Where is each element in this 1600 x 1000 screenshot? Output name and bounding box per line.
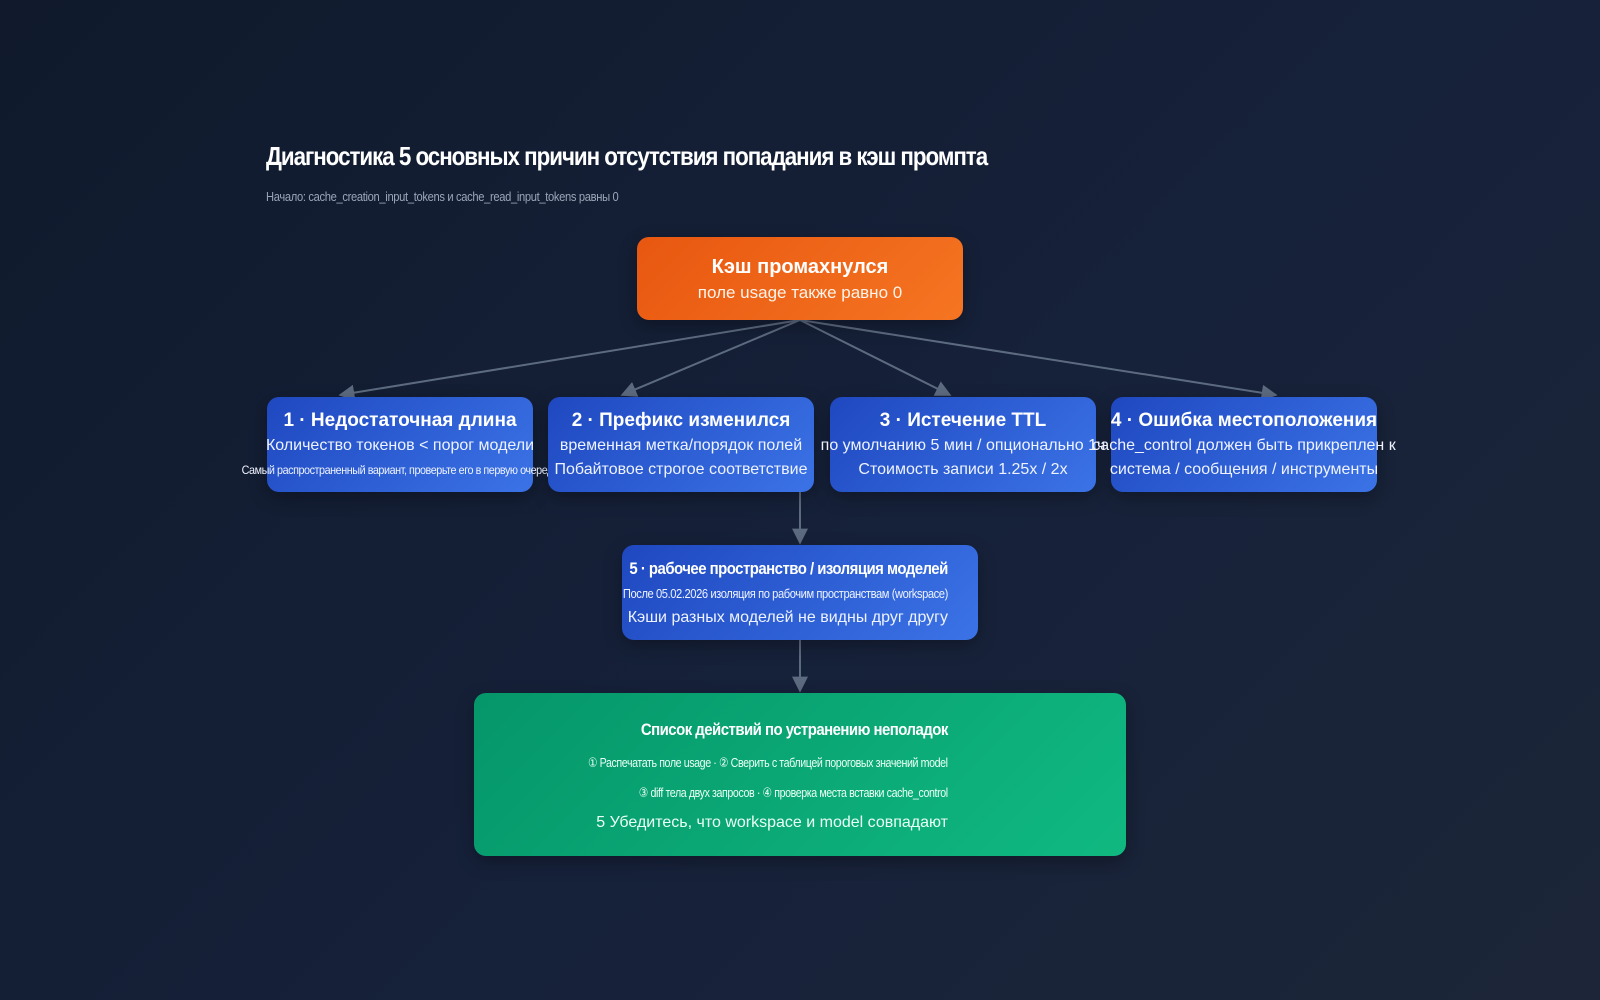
actions-node-line-3: 5 Убедитесь, что workspace и model совпа… — [596, 813, 948, 831]
cause-node-4-line-1: cache_control должен быть прикреплен к — [1092, 436, 1396, 454]
diagram-title: Диагностика 5 основных причин отсутствия… — [266, 141, 988, 171]
root-node-cache-miss: Кэш промахнулся поле usage также равно 0 — [637, 237, 963, 320]
root-node-title: Кэш промахнулся — [711, 255, 889, 278]
cause-node-1-line-1: Количество токенов < порог модели — [265, 436, 535, 454]
cause-node-2: 2 · Префикс изменился временная метка/по… — [548, 397, 814, 492]
diagram-subtitle: Начало: cache_creation_input_tokens и ca… — [266, 189, 619, 204]
cause-node-4: 4 · Ошибка местоположения cache_control … — [1092, 397, 1396, 492]
cause-node-3-title: 3 · Истечение TTL — [879, 409, 1047, 431]
root-node-desc: поле usage также равно 0 — [697, 282, 903, 302]
edge-root-to-cause-1 — [338, 319, 801, 401]
cause-node-2-line-2: Побайтовое строгое соответствие — [554, 460, 808, 478]
cause-node-5: 5 · рабочее пространство / изоляция моде… — [622, 545, 978, 640]
cause-node-5-title: 5 · рабочее пространство / изоляция моде… — [629, 558, 949, 578]
edge-root-to-cause-3 — [799, 319, 952, 396]
cause-node-3-line-2: Стоимость записи 1.25x / 2x — [858, 460, 1068, 478]
cause-node-2-line-1: временная метка/порядок полей — [559, 436, 803, 454]
cause-node-4-title: 4 · Ошибка местоположения — [1110, 409, 1378, 431]
cause-node-1: 1 · Недостаточная длина Количество токен… — [242, 397, 559, 492]
cause-node-1-line-2: Самый распространенный вариант, проверьт… — [241, 462, 559, 477]
cause-node-3: 3 · Истечение TTL по умолчанию 5 мин / о… — [821, 397, 1105, 492]
cause-node-5-line-2: Кэши разных моделей не видны друг другу — [627, 608, 948, 626]
actions-node-line-1: ① Распечатать поле usage · ② Сверить с т… — [588, 754, 948, 770]
actions-node-line-2: ③ diff тела двух запросов · ④ проверка м… — [639, 784, 948, 800]
edge-root-to-cause-4 — [799, 319, 1278, 401]
cause-node-1-title: 1 · Недостаточная длина — [283, 409, 517, 431]
cause-node-3-line-1: по умолчанию 5 мин / опционально 1ч — [820, 436, 1106, 454]
cause-node-5-line-1: После 05.02.2026 изоляция по рабочим про… — [623, 585, 948, 601]
cause-node-2-title: 2 · Префикс изменился — [571, 409, 791, 431]
actions-node: Список действий по устранению неполадок … — [474, 693, 1126, 856]
actions-node-title: Список действий по устранению неполадок — [641, 719, 948, 739]
cause-node-4-line-2: система / сообщения / инструменты — [1109, 460, 1379, 478]
edge-root-to-cause-2 — [620, 319, 801, 397]
